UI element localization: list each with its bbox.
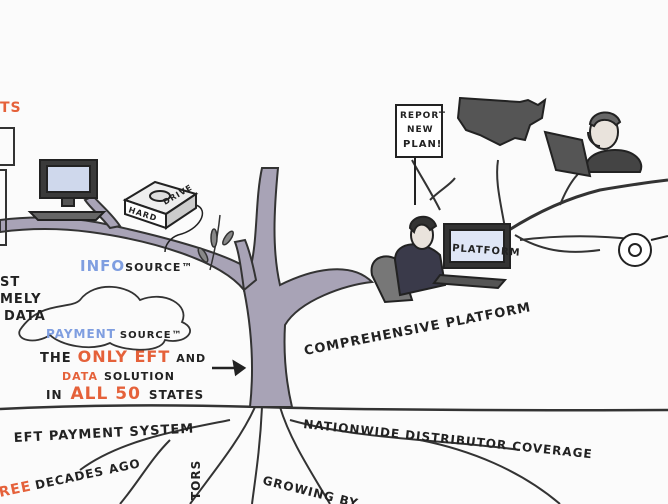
roots <box>79 406 561 504</box>
data-word: DATA <box>62 370 98 383</box>
nationwide-coverage-label: NATIONWIDE DISTRIBUTOR COVERAGE <box>303 417 594 461</box>
left-fragment-text-3: DATA <box>4 309 46 324</box>
in-word: IN <box>46 388 63 402</box>
infosource-prefix: INFO <box>80 257 125 275</box>
report-sign-line-3: PLAN! <box>403 139 442 150</box>
only-eft-line: THE ONLY EFT AND <box>40 347 206 366</box>
cloud-shape <box>18 285 191 351</box>
solution-word: SOLUTION <box>104 370 175 383</box>
infosource-label: INFOSOURCE™ <box>80 257 193 275</box>
report-sign-line-1: REPORT <box>400 111 446 121</box>
left-fragment-text-2: MELY <box>0 292 42 307</box>
support-agent-icon <box>543 111 643 178</box>
all-50-word: ALL 50 <box>71 384 141 404</box>
decades-ago-line: REEDECADES AGO <box>0 455 142 501</box>
decades-ago-text: DECADES AGO <box>34 456 142 492</box>
growing-by-label: GROWING BY <box>261 473 360 504</box>
only-eft-word: ONLY EFT <box>78 347 171 366</box>
top-left-fragment-text: TS <box>0 100 22 116</box>
platform-user-illustration <box>370 215 511 304</box>
leaf-branch <box>197 214 234 271</box>
left-fragment-text-1: ST <box>0 275 20 290</box>
paymentsource-prefix: PAYMENT <box>46 327 116 341</box>
the-word: THE <box>40 351 72 366</box>
partial-object-right <box>618 233 668 267</box>
paymentsource-suffix: SOURCE™ <box>120 330 183 341</box>
arrow-icon <box>212 359 247 377</box>
and-word: AND <box>176 352 206 365</box>
infosource-suffix: SOURCE™ <box>125 261 193 274</box>
data-solution-line: DATA SOLUTION <box>62 370 175 383</box>
ground-line <box>0 404 668 412</box>
hard-drive-icon <box>122 180 204 253</box>
report-sign <box>395 104 443 205</box>
states-word: STATES <box>149 388 204 402</box>
decades-prefix: REE <box>0 478 33 500</box>
tors-fragment-label: TORS <box>189 460 203 500</box>
all-50-states-line: IN ALL 50 STATES <box>46 384 204 404</box>
platform-screen-label: PLATFORM <box>452 243 521 259</box>
comprehensive-platform-label: COMPREHENSIVE PLATFORM <box>303 300 532 359</box>
left-fragment-structure <box>0 127 15 246</box>
paymentsource-label: PAYMENT SOURCE™ <box>46 327 183 341</box>
report-sign-line-2: NEW <box>407 125 434 135</box>
computer-monitor-icon <box>27 159 107 221</box>
us-map-icon <box>456 96 547 147</box>
